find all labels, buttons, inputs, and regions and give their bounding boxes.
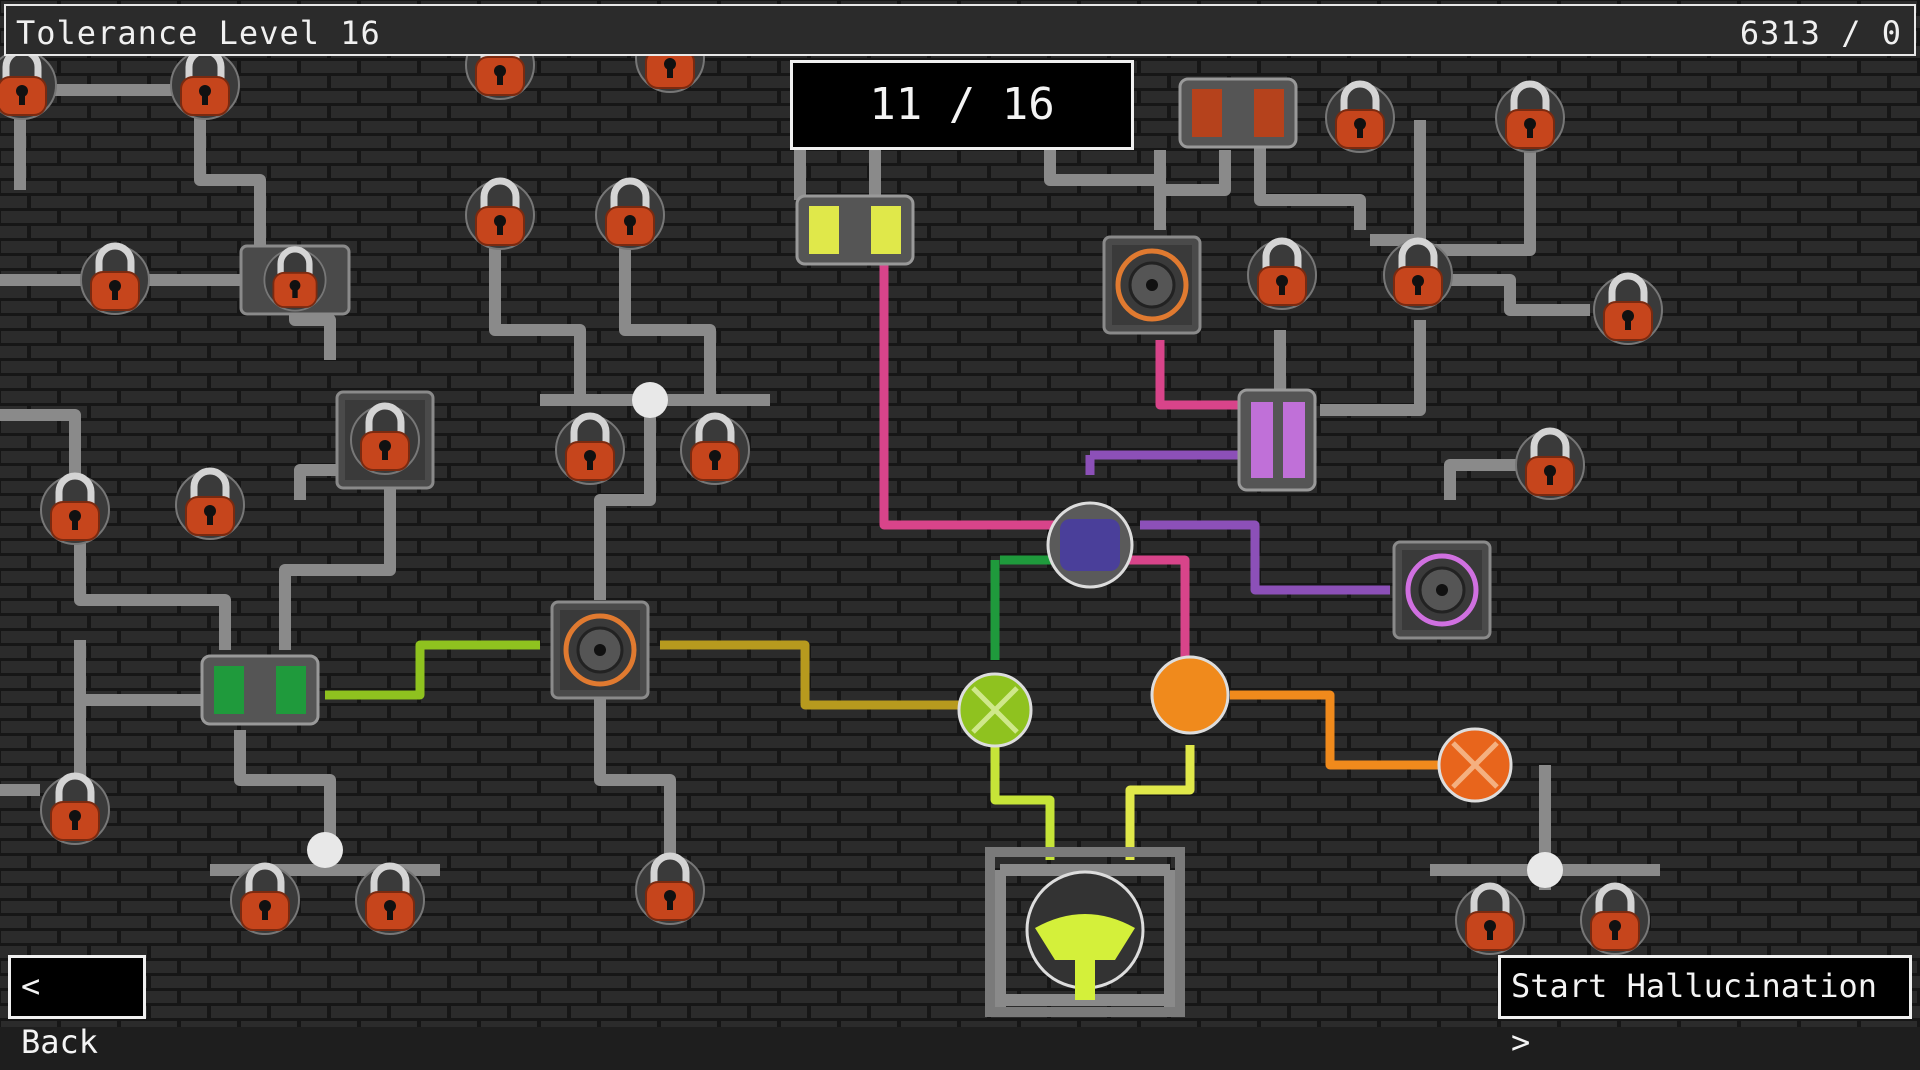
flask-icon[interactable] (985, 847, 1185, 1017)
splitter-node[interactable] (632, 382, 668, 418)
speaker-node[interactable] (1102, 235, 1202, 335)
score-readout: 6313 / 0 (1739, 14, 1902, 52)
locked-box[interactable] (239, 244, 351, 316)
locked-box[interactable] (335, 390, 435, 490)
fluid-container-purple[interactable] (1237, 388, 1317, 492)
mixer-node-orange[interactable] (1150, 655, 1230, 735)
mixer-node-lime[interactable] (957, 672, 1033, 748)
fluid-container-rust[interactable] (1178, 77, 1298, 149)
speaker-node[interactable] (550, 600, 650, 700)
splitter-node[interactable] (307, 832, 343, 868)
fluid-container-yellow[interactable] (795, 194, 915, 266)
top-bar: Tolerance Level 16 6313 / 0 (4, 4, 1916, 56)
fluid-pipes (325, 250, 1440, 860)
back-button[interactable]: < Back (8, 955, 146, 1061)
speaker-node[interactable] (1392, 540, 1492, 640)
progress-counter: 11 / 16 (790, 60, 1134, 150)
pipe-network (0, 0, 1920, 1027)
level-title: Tolerance Level 16 (16, 14, 381, 52)
splitter-node[interactable] (1527, 852, 1563, 888)
mixer-node-indigo[interactable] (1046, 501, 1134, 589)
start-hallucination-button[interactable]: Start Hallucination > (1498, 955, 1912, 1061)
mixer-node-orange-x[interactable] (1437, 727, 1513, 803)
metal-pipes (0, 84, 1660, 1010)
fluid-container-green[interactable] (200, 654, 320, 726)
